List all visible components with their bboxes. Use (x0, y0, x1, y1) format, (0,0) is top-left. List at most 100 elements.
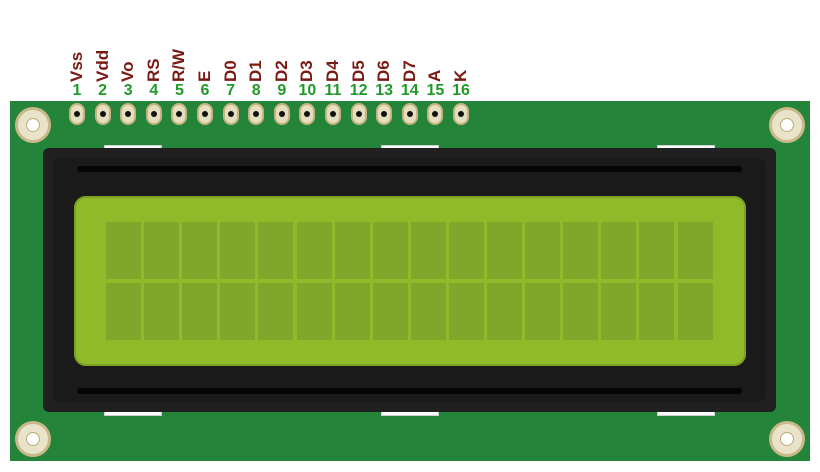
pin-label: D6 (374, 60, 394, 82)
pin-label: D3 (297, 60, 317, 82)
character-cell (487, 283, 522, 340)
pin-number: 12 (349, 82, 368, 99)
pin-number: 13 (375, 82, 394, 99)
mounting-hole-top-left (15, 107, 51, 143)
pin-number: 11 (324, 82, 342, 99)
character-cell (639, 283, 675, 340)
solder-pad (248, 103, 265, 125)
pin-number: 1 (72, 82, 82, 99)
character-cell (410, 222, 446, 279)
character-cell (639, 222, 675, 279)
character-cell (258, 283, 294, 340)
character-cell (144, 283, 180, 340)
character-cell (296, 222, 332, 279)
character-cell (296, 283, 332, 340)
pin-number: 14 (400, 82, 419, 99)
pin-label: Vss (67, 51, 86, 82)
character-cell (563, 283, 599, 340)
pin-label: R/W (169, 48, 189, 82)
pin-label: Vdd (92, 49, 112, 82)
character-cell (106, 283, 141, 340)
pin-number: 7 (226, 82, 236, 99)
pin-label: D1 (246, 60, 266, 82)
pin-number: 4 (149, 82, 159, 99)
solder-pad (376, 103, 393, 125)
solder-pad (299, 103, 316, 125)
solder-pad (222, 103, 239, 125)
character-cell (220, 222, 256, 279)
pin-label: D2 (271, 60, 291, 82)
character-cell (334, 222, 370, 279)
solder-pad (427, 103, 444, 125)
solder-pad (325, 103, 341, 125)
pin-number: 9 (277, 82, 287, 99)
pin-label: RS (143, 58, 163, 82)
character-cell (525, 222, 561, 279)
pin-label: K (451, 69, 470, 82)
character-cell (372, 283, 408, 340)
pin-label: D5 (348, 60, 368, 82)
pin-number: 10 (298, 82, 317, 99)
pin-number: 16 (452, 82, 470, 99)
pin-label: D0 (220, 60, 240, 82)
pin-number: 8 (251, 82, 261, 99)
character-cell (525, 283, 561, 340)
solder-pad (120, 103, 137, 125)
pin-label: Vo (118, 61, 138, 82)
pin-number: 2 (98, 82, 108, 99)
solder-pad (145, 103, 162, 125)
character-cell (487, 222, 522, 279)
character-cell (601, 283, 637, 340)
solder-pad (197, 103, 213, 125)
pin-label: E (195, 70, 214, 82)
character-cell (677, 222, 713, 279)
character-cell (410, 283, 446, 340)
character-cell (372, 222, 408, 279)
character-cell (220, 283, 256, 340)
character-cell (144, 222, 180, 279)
lcd-screen (74, 196, 746, 366)
solder-pad (453, 103, 469, 125)
character-cell (563, 222, 599, 279)
solder-pad (401, 103, 418, 125)
solder-pad (171, 103, 188, 125)
pin-number: 5 (174, 82, 184, 99)
pin-label: A (425, 69, 445, 82)
mounting-hole-bottom-right (769, 421, 805, 457)
solder-pad (69, 103, 85, 125)
pin-label: D7 (399, 60, 419, 82)
solder-pad (273, 103, 290, 125)
character-cell (106, 222, 141, 279)
character-cell (182, 222, 218, 279)
bezel-rail-bottom (77, 388, 742, 394)
mounting-hole-top-right (769, 107, 805, 143)
mounting-hole-bottom-left (15, 421, 51, 457)
character-cell (182, 283, 218, 340)
solder-pad (94, 103, 111, 125)
character-cell (677, 283, 713, 340)
solder-pad (350, 103, 367, 125)
pin-label: D4 (323, 60, 342, 82)
character-cell (334, 283, 370, 340)
pin-number: 6 (200, 82, 210, 99)
character-cell (258, 222, 294, 279)
pin-number: 15 (426, 82, 445, 99)
bezel-rail-top (77, 166, 742, 172)
